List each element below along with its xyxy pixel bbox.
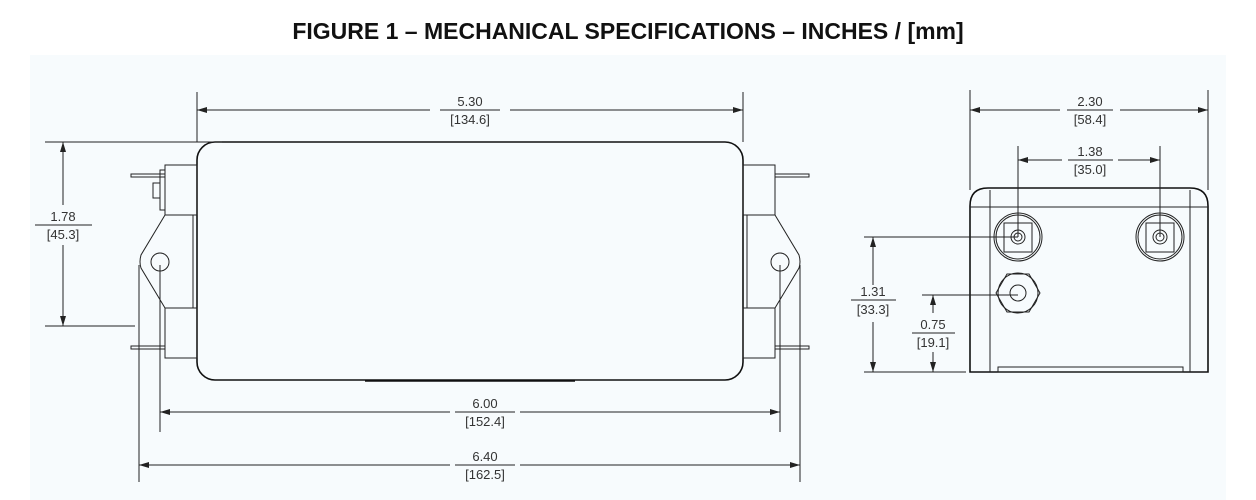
dimension-overall-length: 6.40 [162.5] <box>138 265 801 482</box>
dimension-height: 1.78 [45.3] <box>35 141 222 327</box>
right-mounting-flange <box>742 164 810 359</box>
dimension-width: 2.30 [58.4] <box>969 90 1209 190</box>
dimension-mm: [58.4] <box>1074 112 1107 127</box>
dimension-mm: [33.3] <box>857 302 890 317</box>
dimension-inches: 1.31 <box>860 284 885 299</box>
terminal-pin <box>774 345 810 350</box>
dimension-mm: [152.4] <box>465 414 505 429</box>
dimension-mm: [19.1] <box>917 335 950 350</box>
dimension-mounting-hole-spacing: 6.00 [152.4] <box>159 265 781 432</box>
dimension-inches: 1.78 <box>50 209 75 224</box>
dimension-inches: 5.30 <box>457 94 482 109</box>
dimension-inches: 0.75 <box>920 317 945 332</box>
dimension-inches: 6.40 <box>472 449 497 464</box>
dimension-mm: [45.3] <box>47 227 80 242</box>
ground-stud-hex-nut <box>995 272 1041 314</box>
dimension-inches: 2.30 <box>1077 94 1102 109</box>
dimension-mm: [134.6] <box>450 112 490 127</box>
drawing-background <box>30 55 1226 500</box>
dimension-terminal-spacing: 1.38 [35.0] <box>1017 144 1161 237</box>
dimension-ground-stud-height: 0.75 [19.1] <box>912 294 1018 372</box>
dimension-mm: [162.5] <box>465 467 505 482</box>
dimension-mm: [35.0] <box>1074 162 1107 177</box>
dimension-inches: 1.38 <box>1077 144 1102 159</box>
figure-title: FIGURE 1 – MECHANICAL SPECIFICATIONS – I… <box>292 18 964 44</box>
end-view: 2.30 [58.4] 1.38 [35.0] 1.31 [33.3] <box>851 90 1209 373</box>
side-view: 5.30 [134.6] 1.78 [45.3] 6.00 [152.4] <box>35 92 810 482</box>
terminal-pin <box>130 345 166 350</box>
dimension-inches: 6.00 <box>472 396 497 411</box>
dimension-terminal-height: 1.31 [33.3] <box>851 236 1018 373</box>
dimension-body-length: 5.30 [134.6] <box>196 92 744 142</box>
terminal-pin <box>130 173 166 178</box>
terminal-pin <box>774 173 810 178</box>
end-body <box>969 187 1209 373</box>
filter-body <box>196 141 744 381</box>
